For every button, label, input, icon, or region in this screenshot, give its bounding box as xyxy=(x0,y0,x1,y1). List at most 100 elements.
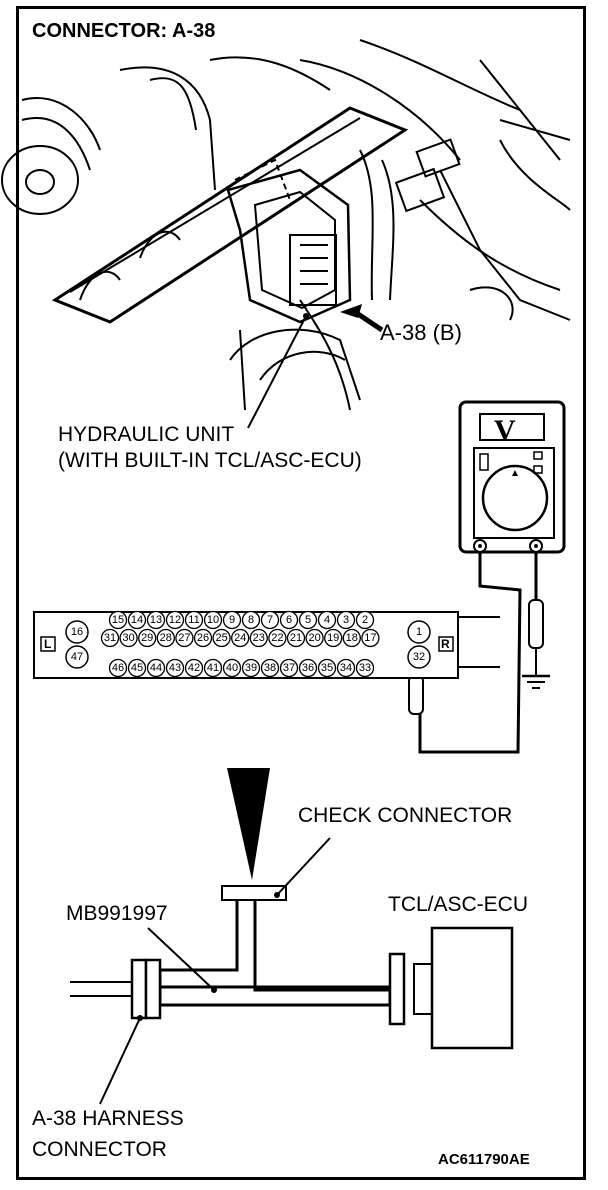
connector-cavity xyxy=(203,658,223,678)
connector-ref-label: A-38 (B) xyxy=(380,320,462,345)
connector-cavity xyxy=(193,628,213,648)
connector-pin: 17 xyxy=(364,632,377,644)
connector-pin: 24 xyxy=(234,632,247,644)
connector-cavity xyxy=(355,658,375,678)
connector-cavity xyxy=(165,658,185,678)
connector-cavity xyxy=(286,628,306,648)
connector-side-right: R xyxy=(441,637,450,651)
connector-cavity xyxy=(165,610,185,630)
connector-pin: 21 xyxy=(289,632,303,644)
connector-cavity xyxy=(324,628,343,648)
connector-cavity xyxy=(156,628,175,648)
connector-cavity xyxy=(361,628,380,648)
connector-pin: 32 xyxy=(412,651,426,663)
connector-cavity xyxy=(298,610,318,630)
check-harness-schematic xyxy=(70,768,514,1105)
connector-pin: 23 xyxy=(252,632,265,644)
connector-cavity xyxy=(138,628,157,648)
connector-cavity xyxy=(146,658,166,678)
connector-pin: 1 xyxy=(415,626,423,638)
connector-cavity xyxy=(222,610,242,630)
connector-pin: 25 xyxy=(215,632,228,644)
meter-leads xyxy=(418,552,538,754)
connector-cavity xyxy=(184,610,204,630)
ecu-label: TCL/ASC-ECU xyxy=(388,893,529,916)
connector-pin: 40 xyxy=(225,662,239,674)
connector-pin: 35 xyxy=(320,662,334,674)
hydraulic-unit-sublabel: (WITH BUILT-IN TCL/ASC-ECU) xyxy=(58,449,362,472)
connector-pin: 30 xyxy=(122,632,135,644)
connector-cavity xyxy=(268,628,287,648)
connector-pin: 33 xyxy=(358,662,372,674)
connector-pin: 14 xyxy=(130,614,144,626)
connector-cavity xyxy=(203,610,223,630)
connector-cavity xyxy=(241,610,261,630)
meter-symbol: V xyxy=(494,414,516,447)
connector-pin: 43 xyxy=(168,662,182,674)
connector-cavity xyxy=(222,658,242,678)
connector-pin: 28 xyxy=(159,632,172,644)
connector-pin: 18 xyxy=(345,632,358,644)
connector-cavity xyxy=(241,658,261,678)
connector-cavity xyxy=(336,658,356,678)
connector-pin: 20 xyxy=(308,632,321,644)
connector-pin: 13 xyxy=(149,614,163,626)
connector-cavity xyxy=(355,610,375,630)
engine-bay-illustration xyxy=(1,39,571,411)
connector-pin: 16 xyxy=(70,626,84,638)
connector-pin: 22 xyxy=(271,632,284,644)
connector-pin: 47 xyxy=(70,651,84,663)
connector-pin: 8 xyxy=(247,614,255,626)
multimeter-icon xyxy=(458,400,566,554)
arrow-icon xyxy=(340,304,384,333)
connector-cavity xyxy=(279,658,299,678)
connector-cavity xyxy=(212,628,231,648)
connector-cavity xyxy=(298,658,318,678)
connector-cavity xyxy=(100,628,120,648)
connector-cavity xyxy=(231,628,250,648)
view-pointer xyxy=(227,768,270,880)
connector-pin: 9 xyxy=(228,614,236,626)
connector-pin: 41 xyxy=(206,662,220,674)
harness-sublabel: CONNECTOR xyxy=(32,1138,167,1161)
connector-cavity xyxy=(127,658,147,678)
connector-pin: 34 xyxy=(339,662,353,674)
connector-cavity xyxy=(260,658,280,678)
connector-cavity xyxy=(336,610,356,630)
connector-cavity xyxy=(279,610,299,630)
connector-pin: 37 xyxy=(282,662,296,674)
connector-face xyxy=(33,610,500,679)
connector-pin: 38 xyxy=(263,662,277,674)
connector-cavity xyxy=(175,628,194,648)
connector-pin: 46 xyxy=(111,662,125,674)
connector-pin: 10 xyxy=(206,614,220,626)
connector-pin: 7 xyxy=(266,614,274,626)
figure-code: AC611790AE xyxy=(438,1151,530,1168)
connector-pin: 39 xyxy=(244,662,258,674)
connector-pin: 3 xyxy=(342,614,350,626)
connector-cavity xyxy=(317,658,337,678)
connector-pin: 31 xyxy=(103,632,117,644)
hydraulic-unit-leader xyxy=(247,315,307,429)
check-connector-label: CHECK CONNECTOR xyxy=(298,804,513,827)
connector-pin: 4 xyxy=(323,614,331,626)
connector-cavity xyxy=(249,628,268,648)
connector-cavity xyxy=(108,658,128,678)
hydraulic-unit-label: HYDRAULIC UNIT xyxy=(58,423,235,446)
harness-label: A-38 HARNESS xyxy=(32,1107,184,1130)
connector-cavity xyxy=(342,628,361,648)
connector-cavity xyxy=(119,628,138,648)
connector-pin: 15 xyxy=(111,614,125,626)
connector-pin: 42 xyxy=(187,662,201,674)
page-title: CONNECTOR: A-38 xyxy=(32,20,216,42)
connector-cavity xyxy=(317,610,337,630)
connector-pin: 45 xyxy=(130,662,144,674)
connector-cavity xyxy=(127,610,147,630)
connector-pin: 6 xyxy=(285,614,293,626)
connector-side-left: L xyxy=(44,637,52,651)
connector-cavity xyxy=(108,610,128,630)
connector-pin: 12 xyxy=(168,614,182,626)
connector-pin: 11 xyxy=(188,614,200,626)
connector-pin: 2 xyxy=(361,614,369,626)
